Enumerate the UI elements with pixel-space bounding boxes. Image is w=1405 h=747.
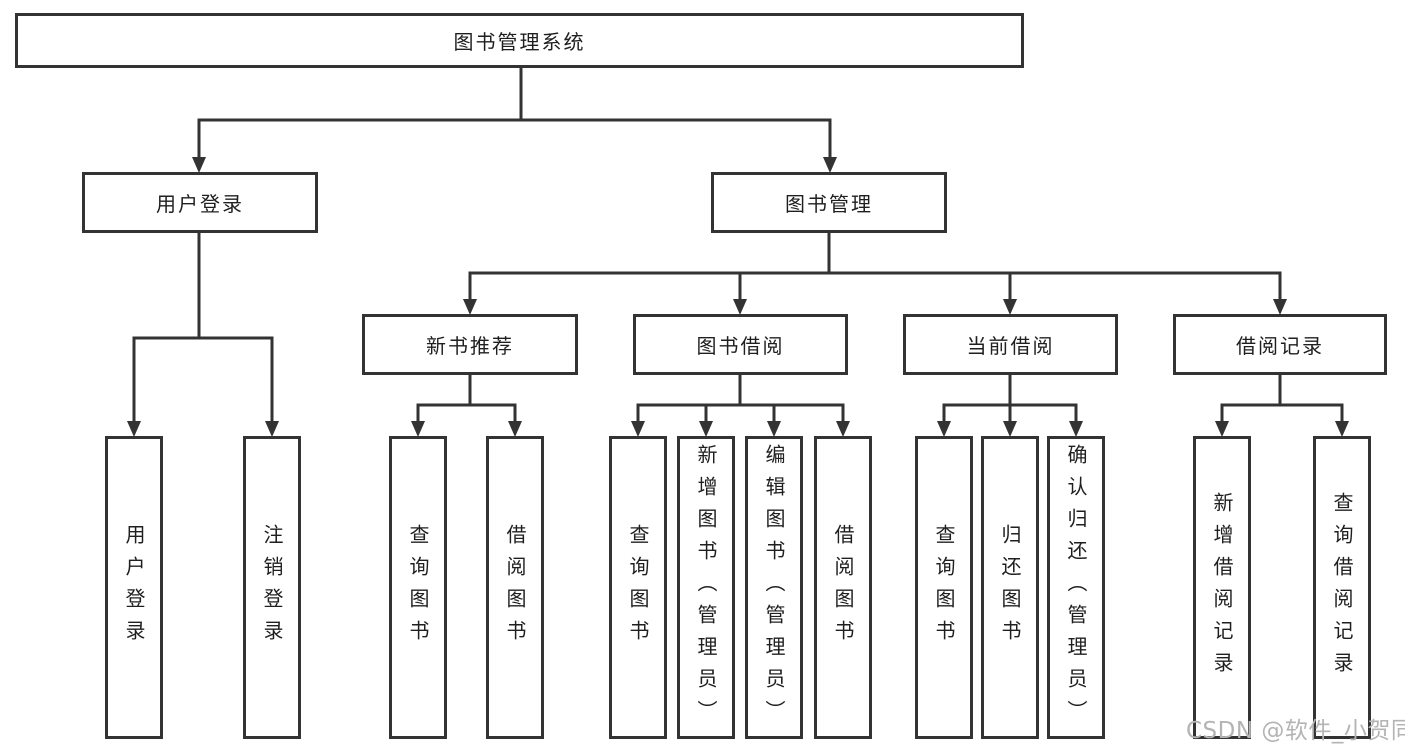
- leaf-query-book-2: 查询图书: [609, 436, 667, 739]
- leaf-query-book-2-label: 查询图书: [626, 523, 650, 652]
- node-new-book-recommend: 新书推荐: [362, 314, 578, 375]
- leaf-add-book-admin: 新增图书（管理员）: [677, 436, 735, 739]
- leaf-return-book: 归还图书: [981, 436, 1039, 739]
- connector-book-borrow-split: [631, 373, 850, 437]
- node-user-login: 用户登录: [82, 172, 318, 233]
- leaf-query-book-3-label: 查询图书: [932, 523, 956, 652]
- leaf-return-book-label: 归还图书: [998, 523, 1022, 652]
- leaf-query-borrow-record-label: 查询借阅记录: [1330, 491, 1354, 684]
- node-book-borrow: 图书借阅: [633, 314, 848, 375]
- leaf-edit-book-admin: 编辑图书（管理员）: [745, 436, 803, 739]
- node-borrow-record: 借阅记录: [1173, 314, 1387, 375]
- leaf-edit-book-admin-label: 编辑图书（管理员）: [762, 443, 786, 732]
- connector-user-login-split: [127, 231, 279, 437]
- leaf-query-book-1-label: 查询图书: [406, 523, 430, 652]
- leaf-user-login-label: 用户登录: [122, 523, 146, 652]
- node-book-management: 图书管理: [711, 172, 947, 233]
- leaf-borrow-book-2-label: 借阅图书: [831, 523, 855, 652]
- leaf-logout: 注销登录: [243, 436, 301, 739]
- node-current-borrow: 当前借阅: [903, 314, 1118, 375]
- connector-borrow-record-split: [1215, 373, 1349, 437]
- connector-root-split: [192, 66, 837, 173]
- node-root-library-system: 图书管理系统: [15, 13, 1024, 68]
- connector-current-borrow-split: [937, 373, 1083, 437]
- connector-new-book-split: [411, 373, 522, 437]
- leaf-logout-label: 注销登录: [260, 523, 284, 652]
- leaf-add-book-admin-label: 新增图书（管理员）: [694, 443, 718, 732]
- leaf-confirm-return-admin: 确认归还（管理员）: [1047, 436, 1105, 739]
- leaf-query-book-1: 查询图书: [389, 436, 447, 739]
- leaf-borrow-book-1: 借阅图书: [486, 436, 544, 739]
- leaf-add-borrow-record-label: 新增借阅记录: [1210, 491, 1234, 684]
- leaf-borrow-book-1-label: 借阅图书: [503, 523, 527, 652]
- leaf-query-book-3: 查询图书: [915, 436, 973, 739]
- leaf-query-borrow-record: 查询借阅记录: [1313, 436, 1371, 739]
- leaf-confirm-return-admin-label: 确认归还（管理员）: [1064, 443, 1088, 732]
- leaf-user-login: 用户登录: [105, 436, 163, 739]
- csdn-watermark: CSDN @软件_小贺同学: [1186, 718, 1405, 744]
- leaf-add-borrow-record: 新增借阅记录: [1193, 436, 1251, 739]
- leaf-borrow-book-2: 借阅图书: [814, 436, 872, 739]
- connector-book-management-split: [463, 231, 1287, 315]
